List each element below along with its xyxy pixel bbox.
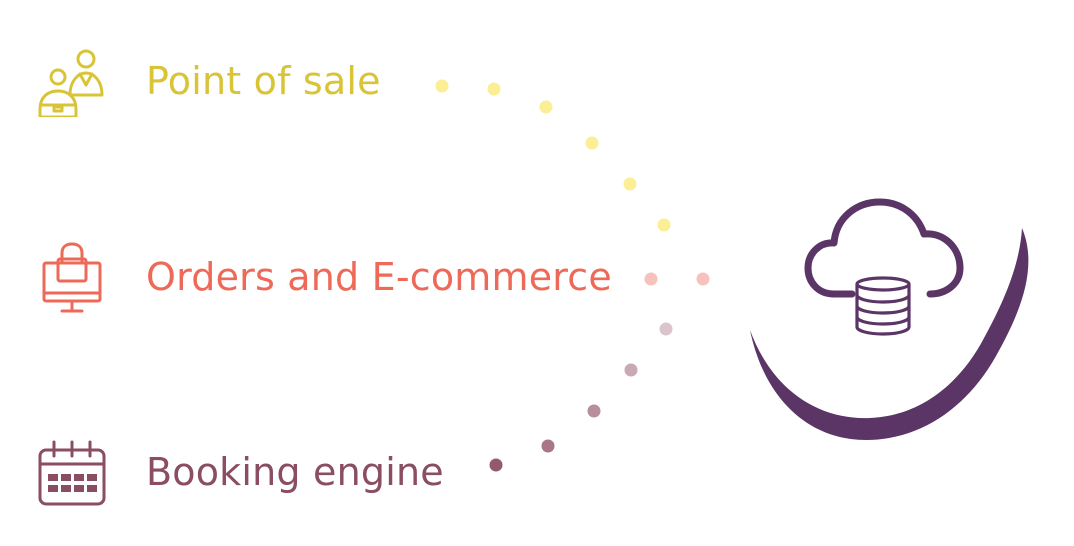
channel-point-of-sale: Point of sale [36, 41, 381, 121]
e-commerce-icon [42, 242, 102, 313]
connector-point-of-sale [435, 79, 671, 232]
channel-booking-engine: Booking engine [36, 432, 444, 512]
connector-orders-e-commerce [644, 272, 710, 286]
connector-dot [696, 272, 710, 286]
connector-dot [435, 79, 449, 93]
connector-dot [657, 218, 671, 232]
calendar-icon [38, 440, 106, 506]
hub-swoosh [750, 228, 1029, 440]
channel-label: Orders and E-commerce [146, 255, 612, 299]
channel-orders-e-commerce: Orders and E-commerce [36, 237, 612, 317]
database-icon [855, 276, 911, 336]
cloud-database-icon [804, 198, 964, 298]
connector-dot [659, 322, 673, 336]
connector-dot [585, 136, 599, 150]
connector-dot [587, 404, 601, 418]
point-of-sale-icon [38, 49, 104, 117]
connector-dot [644, 272, 658, 286]
cloud-database-hub [750, 198, 1029, 440]
connector-dot [489, 458, 503, 472]
channel-label: Booking engine [146, 450, 444, 494]
connector-dot [624, 363, 638, 377]
connector-dot [539, 100, 553, 114]
connector-dot [487, 82, 501, 96]
channel-label: Point of sale [146, 59, 381, 103]
connector-dot [541, 439, 555, 453]
connector-dot [623, 177, 637, 191]
connector-booking-engine [489, 322, 673, 472]
